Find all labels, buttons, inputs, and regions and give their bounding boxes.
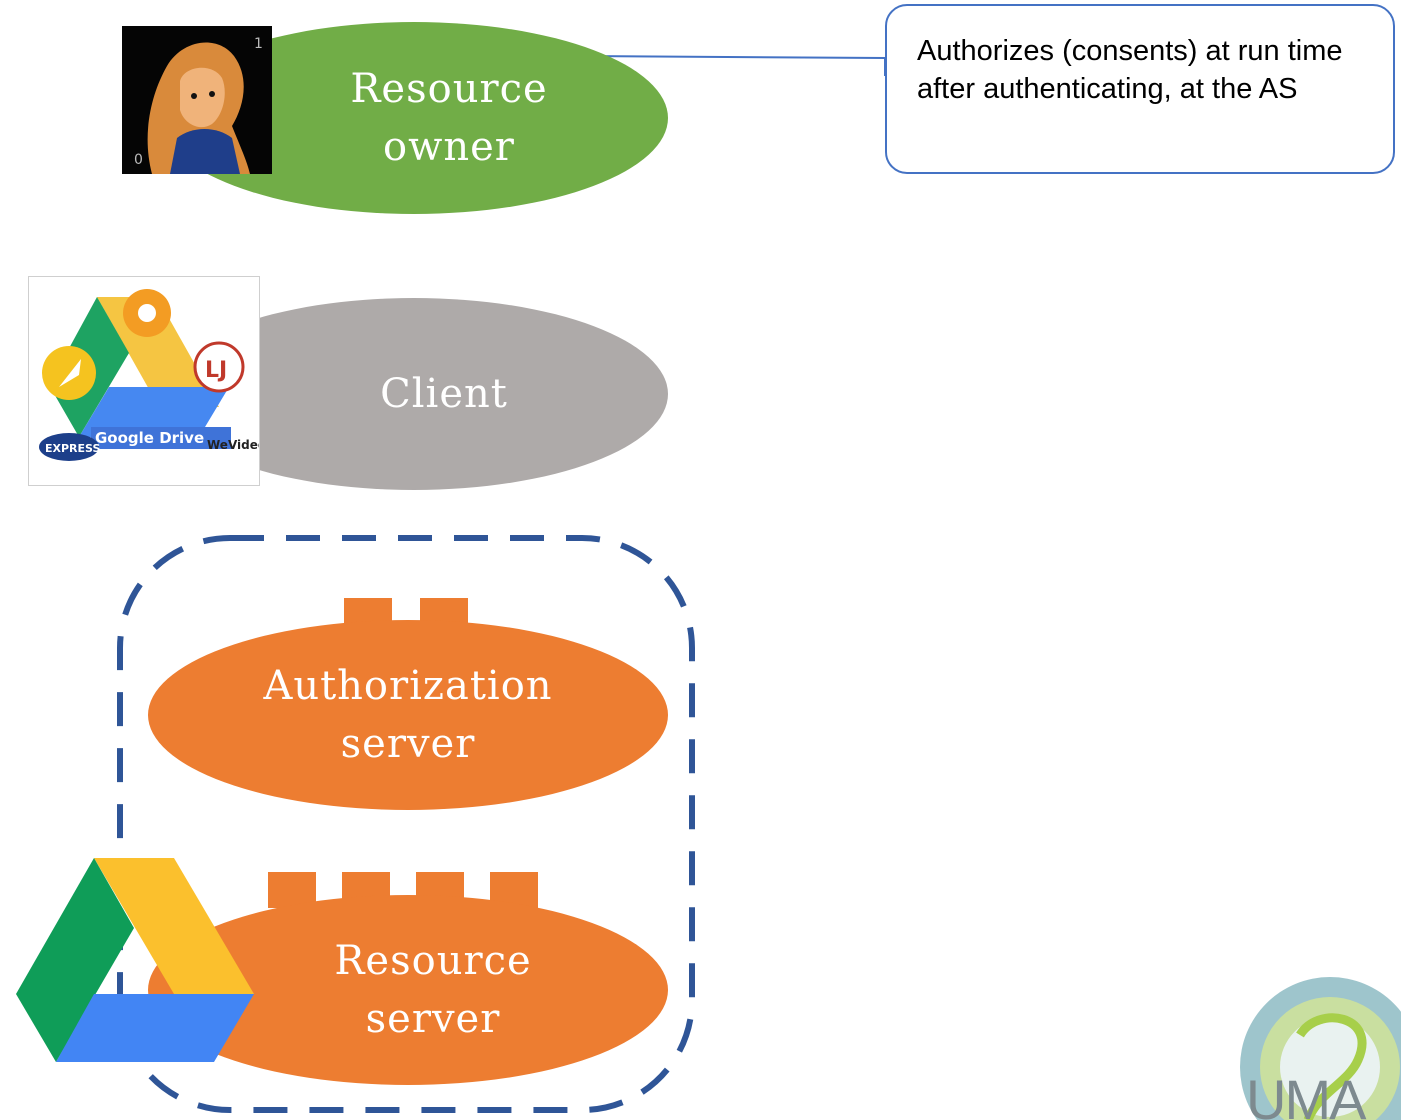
uma-logo: UMA — [1238, 975, 1401, 1120]
uma-logo-text: UMA — [1246, 1068, 1366, 1120]
authorization-server-label: Authorization server — [263, 663, 553, 767]
svg-text:1: 1 — [254, 36, 263, 52]
svg-text:0: 0 — [134, 152, 143, 168]
wevideo-logo-text: WeVideo — [207, 438, 259, 452]
consent-callout: Authorizes (consents) at run time after … — [885, 4, 1395, 174]
google-drive-icon — [16, 858, 254, 1062]
resource-server-label: Resource server — [334, 938, 532, 1042]
callout-text: Authorizes (consents) at run time after … — [917, 35, 1343, 105]
google-drive-logo-text: Google Drive — [95, 429, 204, 447]
resource-owner-label: Resource owner — [350, 66, 548, 170]
resource-owner-avatar: 1 0 — [122, 26, 272, 174]
authorization-server-node: Authorization server — [148, 620, 668, 810]
client-apps-logo-collage: LJ Google Drive WeVideo EXPRESS — [28, 276, 266, 486]
client-label: Client — [380, 371, 508, 417]
express-logo-text: EXPRESS — [45, 442, 100, 455]
server-boundary — [117, 535, 695, 1113]
svg-text:LJ: LJ — [205, 358, 227, 383]
